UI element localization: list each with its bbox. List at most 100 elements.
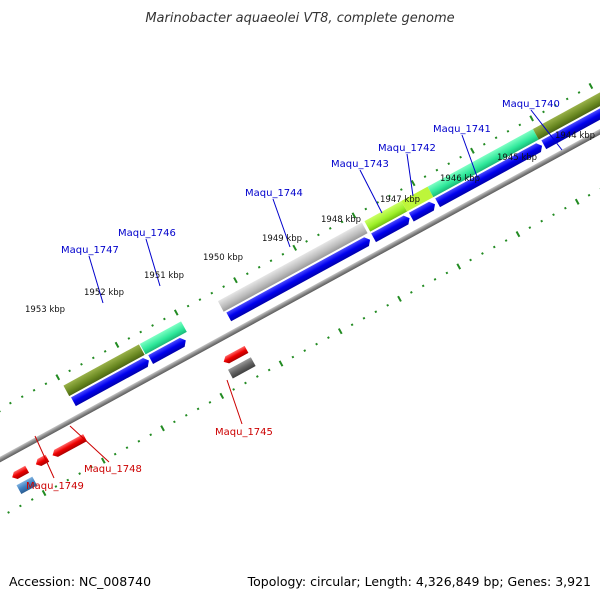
minor-tick xyxy=(423,175,427,178)
minor-tick xyxy=(78,472,81,475)
feature-block-maqu-1746 xyxy=(139,321,187,355)
minor-tick xyxy=(113,452,117,456)
minor-tick xyxy=(386,303,390,307)
gene-labels: Maqu_1740 Maqu_1741 Maqu_1742 Maqu_1743 … xyxy=(26,99,560,492)
minor-tick xyxy=(125,446,129,450)
minor-tick xyxy=(255,375,259,378)
gene-label-maqu-1744[interactable]: Maqu_1744 xyxy=(245,188,303,199)
gene-arrow-maqu-1748[interactable] xyxy=(51,434,87,459)
minor-tick xyxy=(494,136,498,140)
minor-tick xyxy=(362,316,366,320)
feature-block-left-edge xyxy=(16,476,38,495)
major-tick xyxy=(173,309,179,316)
minor-tick xyxy=(587,193,591,197)
gene-label-maqu-1749[interactable]: Maqu_1749 xyxy=(26,481,84,492)
minor-tick xyxy=(564,206,567,210)
minor-tick xyxy=(577,91,581,94)
gene-arrow-maqu-1743[interactable] xyxy=(371,214,412,243)
genome-summary-text: Topology: circular; Length: 4,326,849 bp… xyxy=(247,574,591,589)
gene-arrow-maqu-1745[interactable] xyxy=(222,345,249,365)
minor-tick xyxy=(506,129,510,133)
minor-tick xyxy=(327,336,330,340)
minor-tick xyxy=(30,498,34,501)
minor-tick xyxy=(409,290,413,294)
major-tick xyxy=(410,179,416,187)
minor-tick xyxy=(435,168,439,172)
scale-labels: 1944 kbp 1945 kbp 1946 kbp 1947 kbp 1948… xyxy=(25,131,595,315)
minor-tick xyxy=(257,265,261,269)
gene-label-maqu-1747[interactable]: Maqu_1747 xyxy=(61,245,119,256)
minor-tick xyxy=(552,213,555,217)
gene-arrow-maqu-1747[interactable] xyxy=(71,356,151,407)
gene-arrow-maqu-1740[interactable] xyxy=(541,77,600,150)
major-tick xyxy=(0,406,1,413)
minor-tick xyxy=(208,401,212,404)
minor-tick xyxy=(90,465,93,469)
scale-label: 1944 kbp xyxy=(555,131,595,141)
forward-genes xyxy=(71,77,600,407)
minor-tick xyxy=(80,362,83,366)
minor-tick xyxy=(68,369,71,373)
gene-arrow-maqu-1746[interactable] xyxy=(148,336,188,364)
gene-arrow-maqu-1744[interactable] xyxy=(226,235,372,322)
scale-label: 1953 kbp xyxy=(25,305,65,315)
leader-line-maqu-1741 xyxy=(461,134,480,183)
minor-tick xyxy=(19,504,22,508)
minor-tick xyxy=(245,272,249,276)
minor-tick xyxy=(173,420,176,424)
minor-tick xyxy=(492,245,496,249)
minor-tick xyxy=(433,278,437,281)
leader-line-maqu-1747 xyxy=(88,255,104,304)
minor-tick xyxy=(374,310,378,314)
gene-arrow-maqu-1741[interactable] xyxy=(435,141,544,208)
major-tick xyxy=(114,341,120,349)
major-tick xyxy=(470,147,475,154)
minor-tick xyxy=(528,226,532,229)
feature-block-maqu-1741 xyxy=(427,129,539,198)
major-tick xyxy=(515,230,521,238)
gene-label-maqu-1743[interactable]: Maqu_1743 xyxy=(331,159,389,170)
gene-label-maqu-1742[interactable]: Maqu_1742 xyxy=(378,143,436,154)
gene-label-maqu-1741[interactable]: Maqu_1741 xyxy=(433,124,491,135)
gene-label-maqu-1745[interactable]: Maqu_1745 xyxy=(215,427,273,438)
leader-line-maqu-1742 xyxy=(406,153,414,197)
gene-label-maqu-1746[interactable]: Maqu_1746 xyxy=(118,228,176,239)
feature-block-maqu-1740 xyxy=(532,66,600,140)
minor-tick xyxy=(447,162,451,166)
minor-tick xyxy=(198,298,202,301)
leader-line-maqu-1749 xyxy=(34,435,55,479)
feature-block-maqu-1744 xyxy=(217,222,368,312)
major-tick xyxy=(292,244,298,251)
major-tick xyxy=(456,263,462,270)
minor-tick xyxy=(518,123,522,127)
gene-label-maqu-1740[interactable]: Maqu_1740 xyxy=(502,99,560,110)
minor-tick xyxy=(44,382,48,386)
leader-line-maqu-1746 xyxy=(145,238,161,287)
minor-tick xyxy=(9,401,12,405)
major-tick xyxy=(574,198,580,205)
gene-arrow-maqu-1749[interactable] xyxy=(34,454,50,468)
gene-label-maqu-1748[interactable]: Maqu_1748 xyxy=(84,464,142,475)
major-tick xyxy=(588,82,594,90)
genome-track xyxy=(0,66,600,514)
minor-tick xyxy=(127,337,131,340)
leader-line-maqu-1740 xyxy=(530,109,563,151)
minor-tick xyxy=(137,439,141,443)
minor-tick xyxy=(481,252,484,255)
genome-backbone xyxy=(0,95,600,484)
minor-tick xyxy=(540,219,544,223)
minor-tick xyxy=(196,407,200,411)
minor-tick xyxy=(553,104,557,107)
scale-label: 1948 kbp xyxy=(321,215,361,225)
major-tick xyxy=(160,425,165,432)
gene-arrow-left-edge[interactable] xyxy=(10,465,30,481)
minor-tick xyxy=(459,155,462,159)
scale-ticks-top xyxy=(0,82,594,413)
minor-tick xyxy=(151,324,154,327)
minor-tick xyxy=(20,395,24,399)
feature-block-maqu-1745 xyxy=(228,357,256,379)
map-title: Marinobacter aquaeolei VT8, complete gen… xyxy=(145,11,454,26)
gene-arrow-maqu-1742[interactable] xyxy=(408,200,437,222)
minor-tick xyxy=(163,317,166,321)
minor-tick xyxy=(184,413,188,417)
